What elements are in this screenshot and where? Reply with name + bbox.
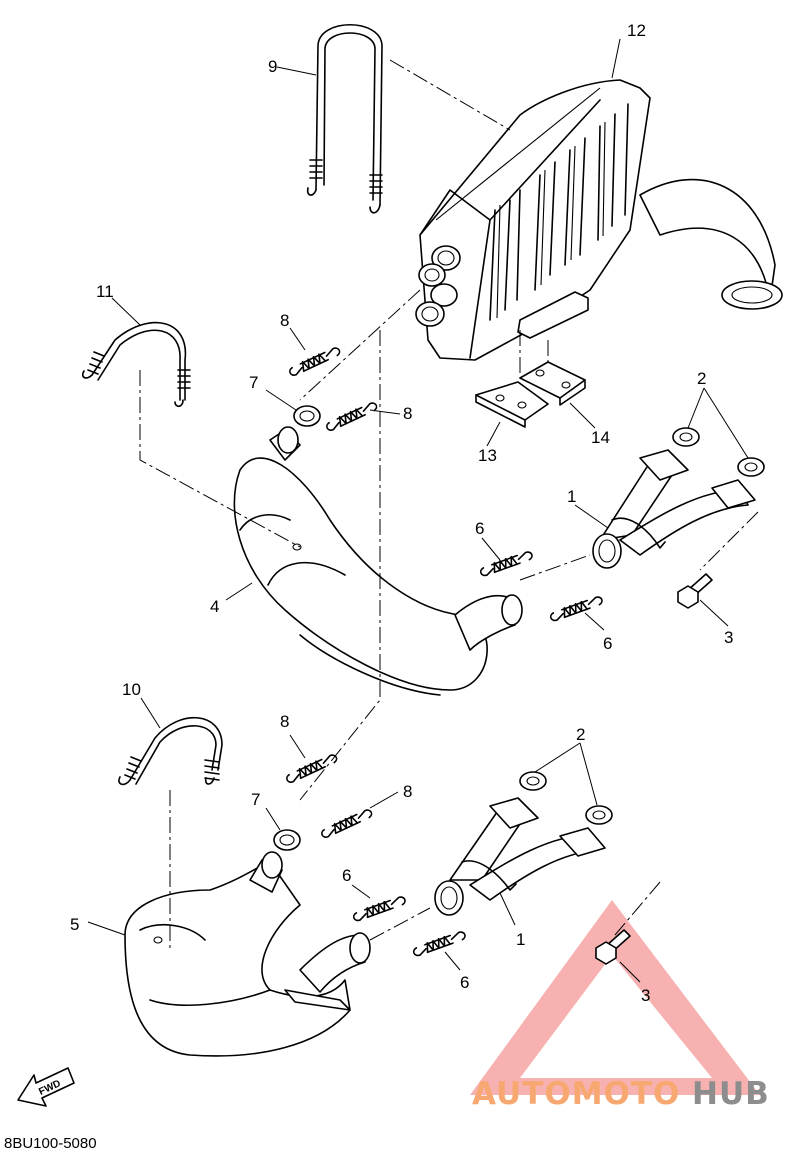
watermark-brand-b: HUB: [692, 1076, 770, 1112]
callout-7-upper: 7: [249, 373, 258, 392]
spring-part-8-mid: [324, 399, 379, 433]
exhaust-pipe-part-1-upper: [592, 449, 756, 569]
callout-5: 5: [70, 915, 79, 934]
callout-12: 12: [627, 21, 646, 40]
silencer-part-12: [415, 79, 783, 361]
watermark-logo: AUTOMOTO HUB: [472, 1076, 770, 1112]
spring-part-9: [306, 24, 383, 214]
silencer-inlet-lower: [415, 283, 458, 327]
callout-10: 10: [122, 680, 141, 699]
spring-part-6-lower-left: [351, 894, 407, 923]
callout-8-bottom: 8: [403, 782, 412, 801]
gasket-part-2-a: [672, 427, 700, 447]
exhaust-pipe-part-1-lower: [434, 797, 606, 916]
callout-14: 14: [591, 428, 610, 447]
callout-3-lower: 3: [641, 986, 650, 1005]
callout-8-mid: 8: [403, 404, 412, 423]
callout-2-lower: 2: [576, 725, 585, 744]
gasket-part-2-b: [737, 457, 765, 477]
callout-8-top: 8: [280, 311, 289, 330]
callout-4: 4: [210, 597, 219, 616]
gasket-part-2-c: [519, 771, 547, 791]
callout-6-d: 6: [460, 973, 469, 992]
watermark-triangle: [470, 900, 760, 1095]
callout-2-upper: 2: [697, 369, 706, 388]
callout-6-a: 6: [475, 519, 484, 538]
callout-9: 9: [268, 57, 277, 76]
spring-part-8-bottom: [319, 806, 374, 840]
callout-8-lower: 8: [280, 712, 289, 731]
callout-6-c: 6: [342, 866, 351, 885]
spring-part-8-top: [287, 344, 342, 378]
bolt-part-3-lower: [595, 929, 631, 965]
callout-1-lower: 1: [516, 930, 525, 949]
alignment-lines: [139, 59, 759, 950]
callout-1-upper: 1: [567, 487, 576, 506]
callout-7-lower: 7: [251, 790, 260, 809]
bracket-part-14: [519, 361, 586, 406]
callout-11: 11: [96, 282, 114, 301]
spring-part-6-upper-right: [548, 594, 604, 623]
muffler-pipe-part-4: [233, 426, 523, 696]
fwd-arrow-icon: FWD: [17, 1067, 75, 1107]
watermark-brand-a: AUTOMOTO: [472, 1076, 680, 1112]
bracket-part-13: [475, 381, 549, 428]
spring-part-6-lower-right: [411, 929, 467, 958]
gasket-part-7-lower: [273, 829, 301, 851]
silencer-inlet-upper: [418, 245, 461, 287]
bolt-part-3-upper: [677, 573, 713, 609]
callout-3-upper: 3: [724, 628, 733, 647]
spring-part-8-lower: [284, 751, 339, 785]
gasket-part-2-d: [585, 805, 613, 825]
muffler-pipe-part-5: [124, 851, 371, 1057]
diagram-code: 8BU100-5080: [4, 1135, 97, 1152]
spring-part-6-upper-left: [478, 549, 534, 578]
spring-part-10: [118, 716, 223, 786]
leader-lines: [87, 38, 749, 983]
gasket-part-7-upper: [293, 405, 321, 427]
callout-13: 13: [478, 446, 497, 465]
callouts: 9 12 11 8 7 8 13 14 2 1 6 6 4 3 10 8 2 7…: [70, 21, 733, 1005]
spring-part-11: [81, 321, 191, 408]
callout-6-b: 6: [603, 634, 612, 653]
